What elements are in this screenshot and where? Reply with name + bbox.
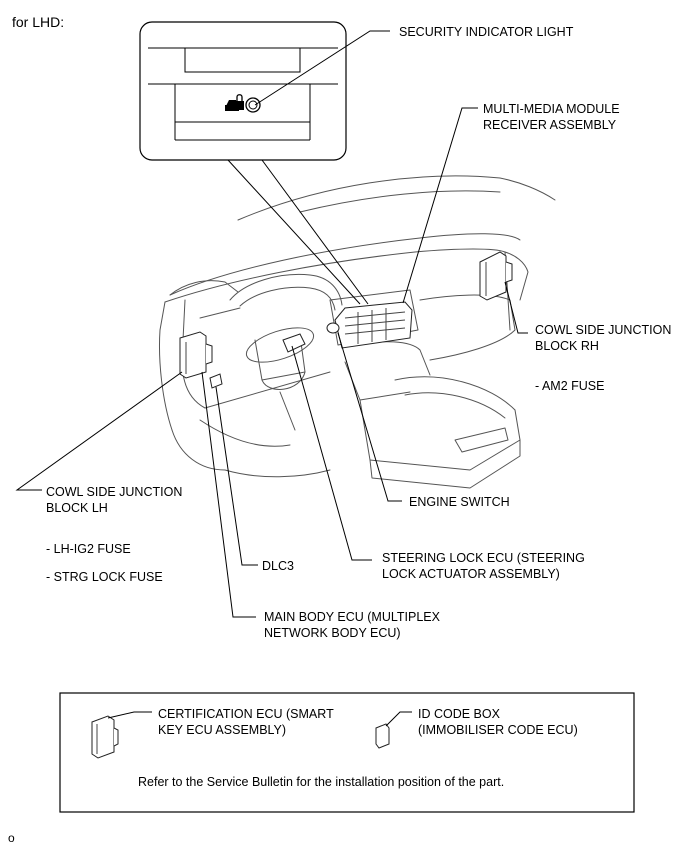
cowl-side-junction-block-rh-part xyxy=(479,251,513,301)
label-security-indicator-light: SECURITY INDICATOR LIGHT xyxy=(399,25,574,39)
label-id-code-box-line2: (IMMOBILISER CODE ECU) xyxy=(418,723,578,737)
label-multi-media-module-line2: RECEIVER ASSEMBLY xyxy=(483,118,617,132)
label-main-body-ecu-line1: MAIN BODY ECU (MULTIPLEX xyxy=(264,610,440,624)
dashboard-components xyxy=(179,251,513,389)
label-am2-fuse: - AM2 FUSE xyxy=(535,379,605,393)
label-cowl-side-rh-line2: BLOCK RH xyxy=(535,339,599,353)
dlc3-part xyxy=(209,373,223,389)
legend-box xyxy=(59,692,635,813)
service-bulletin-note: Refer to the Service Bulletin for the in… xyxy=(138,775,505,789)
heading: for LHD: xyxy=(12,14,65,30)
label-lh-ig2-fuse: - LH-IG2 FUSE xyxy=(46,542,131,556)
id-code-box-part xyxy=(375,723,390,749)
leader-lines xyxy=(15,30,528,618)
certification-ecu-part xyxy=(91,715,119,759)
label-cowl-side-rh-line1: COWL SIDE JUNCTION xyxy=(535,323,672,337)
figure-id: o xyxy=(8,831,15,845)
label-cowl-side-lh-line1: COWL SIDE JUNCTION xyxy=(46,485,183,499)
label-certification-ecu-line2: KEY ECU ASSEMBLY) xyxy=(158,723,287,737)
steering-lock-ecu-part xyxy=(282,333,306,353)
label-engine-switch: ENGINE SWITCH xyxy=(409,495,510,509)
ring-lamp-icon xyxy=(245,97,261,113)
padlock-car-icon xyxy=(225,94,244,111)
label-steering-lock-ecu-line2: LOCK ACTUATOR ASSEMBLY) xyxy=(382,567,560,581)
label-main-body-ecu-line2: NETWORK BODY ECU) xyxy=(264,626,401,640)
label-steering-lock-ecu-line1: STEERING LOCK ECU (STEERING xyxy=(382,551,585,565)
indicator-inset xyxy=(139,21,369,305)
label-strg-lock-fuse: - STRG LOCK FUSE xyxy=(46,570,163,584)
label-cowl-side-lh-line2: BLOCK LH xyxy=(46,501,108,515)
label-certification-ecu-line1: CERTIFICATION ECU (SMART xyxy=(158,707,334,721)
label-id-code-box-line1: ID CODE BOX xyxy=(418,707,500,721)
label-multi-media-module-line1: MULTI-MEDIA MODULE xyxy=(483,102,620,116)
multi-media-module-part xyxy=(326,301,413,349)
label-dlc3: DLC3 xyxy=(262,559,294,573)
cowl-side-junction-block-lh-part xyxy=(179,331,213,379)
